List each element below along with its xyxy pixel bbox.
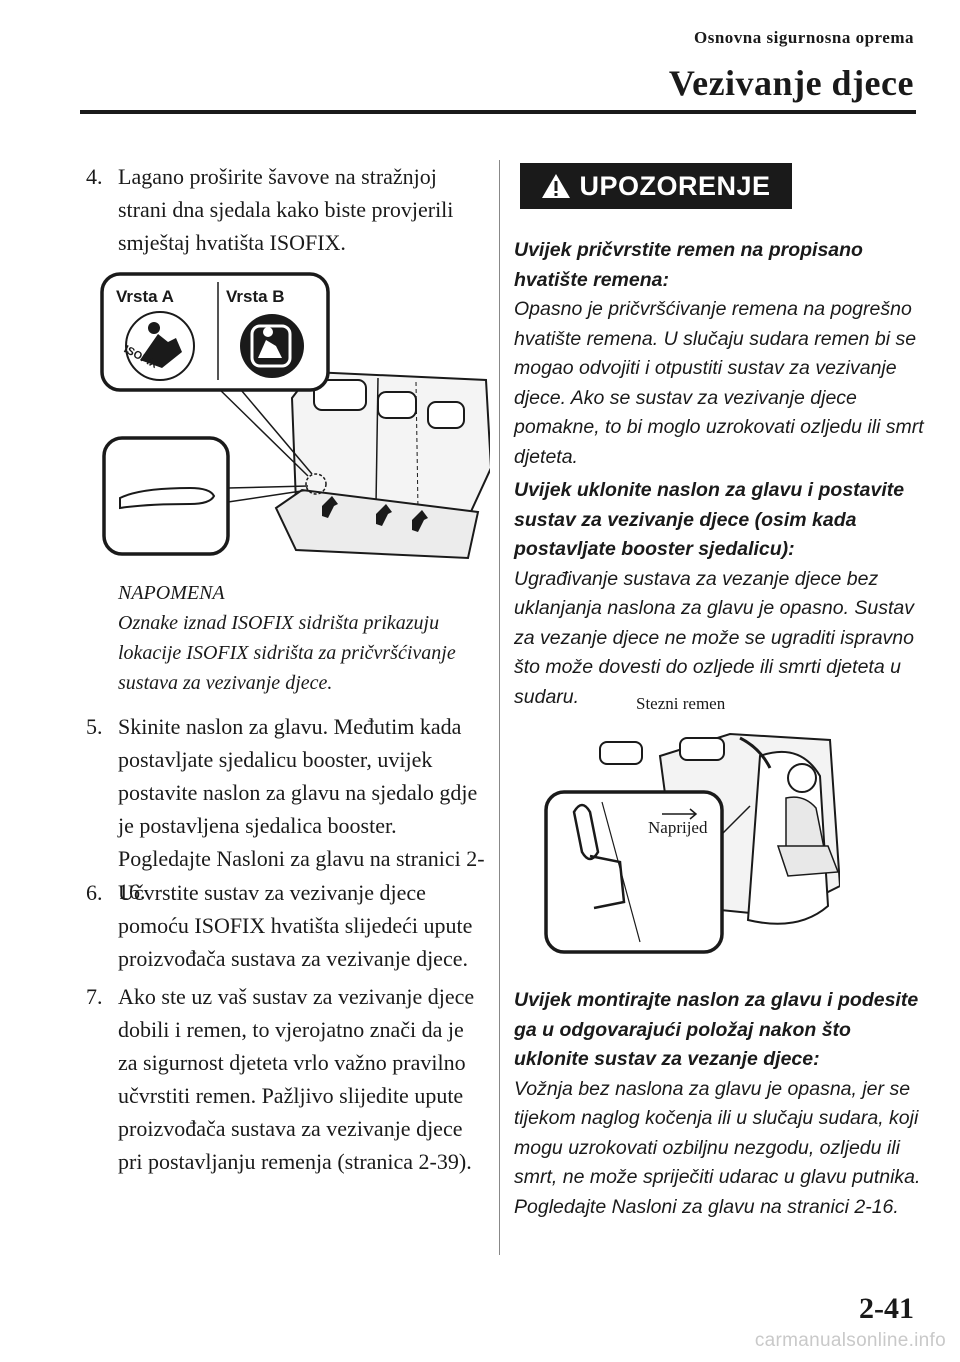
warning-body: Vožnja bez naslona za glavu je opasna, j… bbox=[514, 1077, 921, 1218]
column-divider bbox=[499, 160, 500, 1255]
header-rule bbox=[80, 110, 916, 114]
warning-badge: UPOZORENJE bbox=[520, 163, 792, 209]
tether-label: Stezni remen bbox=[636, 694, 726, 713]
section-name: Osnovna sigurnosna oprema bbox=[693, 28, 914, 47]
warning-body: Ugrađivanje sustava za vezanje djece bez… bbox=[514, 567, 915, 708]
step-number: 7. bbox=[86, 984, 103, 1009]
page-number: 2-41 bbox=[859, 1292, 914, 1325]
warning-heading: Uvijek uklonite naslon za glavu i postav… bbox=[514, 479, 905, 560]
type-b-label: Vrsta B bbox=[226, 287, 285, 306]
note: NAPOMENA Oznake iznad ISOFIX sidrišta pr… bbox=[118, 578, 488, 698]
step-5: 5. Skinite naslon za glavu. Međutim kada… bbox=[86, 710, 486, 908]
step-number: 5. bbox=[86, 714, 103, 739]
step-text: Ako ste uz vaš sustav za vezivanje djece… bbox=[118, 984, 475, 1174]
warning-block-2: Uvijek uklonite naslon za glavu i postav… bbox=[514, 476, 924, 712]
tether-strap-illustration bbox=[544, 732, 840, 954]
step-text: Učvrstite sustav za vezivanje djece pomo… bbox=[118, 880, 473, 971]
step-number: 6. bbox=[86, 880, 103, 905]
warning-block-3: Uvijek montirajte naslon za glavu i pode… bbox=[514, 986, 924, 1222]
warning-heading: Uvijek montirajte naslon za glavu i pode… bbox=[514, 989, 919, 1070]
isofix-type-a-icon: ISOFIX bbox=[122, 311, 195, 381]
isofix-type-b-icon bbox=[240, 314, 304, 378]
page-title: Vezivanje djece bbox=[668, 63, 914, 103]
forward-label: Naprijed bbox=[648, 818, 708, 837]
note-heading: NAPOMENA bbox=[118, 582, 225, 604]
warning-body: Opasno je pričvršćivanje remena na pogre… bbox=[514, 298, 924, 468]
warning-heading: Uvijek pričvrstite remen na propisano hv… bbox=[514, 239, 863, 291]
step-number: 4. bbox=[86, 164, 103, 189]
warning-triangle-icon bbox=[542, 174, 571, 198]
step-7: 7. Ako ste uz vaš sustav za vezivanje dj… bbox=[86, 980, 486, 1178]
step-6: 6. Učvrstite sustav za vezivanje djece p… bbox=[86, 876, 486, 975]
step-4: 4. Lagano proširite šavove na stražnjoj … bbox=[86, 160, 486, 259]
forward-arrow-icon bbox=[662, 808, 698, 820]
step-text: Skinite naslon za glavu. Međutim kada po… bbox=[118, 714, 485, 904]
type-a-label: Vrsta A bbox=[116, 287, 174, 306]
watermark: carmanualsonline.info bbox=[754, 1330, 946, 1351]
step-text: Lagano proširite šavove na stražnjoj str… bbox=[118, 164, 454, 255]
isofix-anchor-illustration: Vrsta A Vrsta B ISOFIX bbox=[100, 272, 490, 560]
warning-block-1: Uvijek pričvrstite remen na propisano hv… bbox=[514, 236, 924, 472]
note-text: Oznake iznad ISOFIX sidrišta prikazuju l… bbox=[118, 612, 456, 694]
warning-label: UPOZORENJE bbox=[579, 170, 771, 201]
